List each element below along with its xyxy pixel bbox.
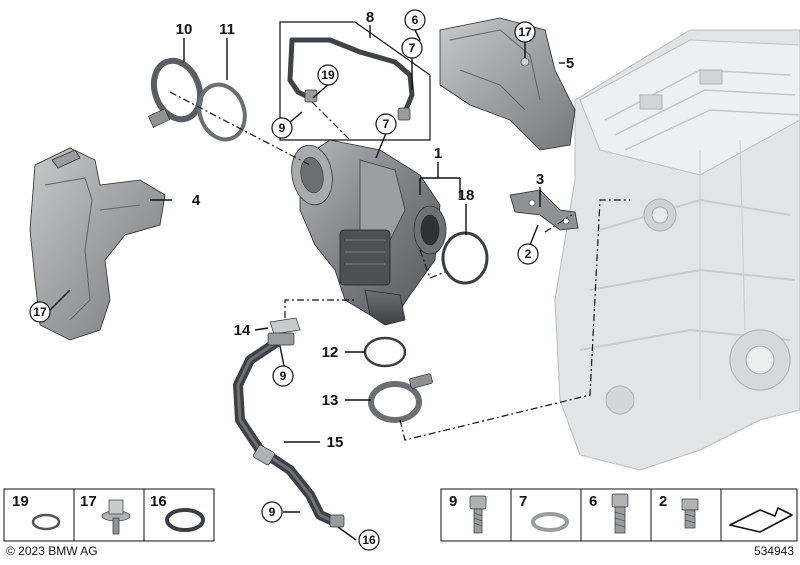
legend-item-16: 16 (150, 493, 167, 510)
callout-19: 19 (321, 68, 335, 82)
legend-item-19: 19 (12, 493, 29, 510)
callout-2-circle (517, 243, 539, 265)
callout-8: 8 (366, 9, 374, 26)
callout-9b-circle (272, 365, 294, 387)
oil-return-line-part-15 (233, 332, 345, 528)
flange-bolt-icon (101, 499, 131, 535)
callout-7b-circle (375, 113, 397, 135)
dash-dot-lines (169, 91, 630, 441)
callout-15: 15 (327, 434, 344, 451)
legend-left: 19 17 16 (3, 488, 215, 542)
callout-4: 4 (192, 192, 201, 209)
callout-17b-circle (29, 301, 51, 323)
legend-right: 9 7 6 2 (440, 488, 798, 542)
callout-13: 13 (322, 392, 339, 409)
heat-shield-part-4 (29, 147, 166, 341)
legend-item-6: 6 (589, 493, 597, 510)
callout-17a: 17 (518, 25, 532, 39)
callout-16: 16 (362, 533, 376, 547)
callout-9b: 9 (280, 369, 287, 383)
o-ring-large-icon (165, 508, 205, 532)
callout-17b: 17 (33, 305, 47, 319)
socket-head-bolt-icon (469, 495, 487, 534)
o-ring-small-icon (31, 513, 61, 531)
legend-item-2: 2 (659, 493, 667, 510)
callout-11: 11 (219, 21, 235, 38)
gasket-part-11 (197, 82, 247, 142)
callout-6: 6 (412, 13, 419, 27)
callout-3: 3 (536, 171, 544, 188)
engine-block (554, 29, 800, 471)
turbocharger-part-1 (291, 139, 447, 326)
ring-part-12 (363, 336, 407, 368)
callout-7a: 7 (409, 41, 416, 55)
legend-item-7: 7 (519, 493, 527, 510)
hex-bolt-icon (681, 498, 699, 529)
callout-17a-circle (514, 21, 536, 43)
clamp-part-10 (147, 57, 204, 128)
callout-12: 12 (322, 344, 339, 361)
callout-9c-circle (261, 501, 283, 523)
callouts: 10 11 8 6 7 19 9 7 17 5 1 18 3 2 4 17 14… (29, 9, 574, 551)
callout-7b: 7 (383, 117, 390, 131)
copyright: © 2023 BMW AG (6, 544, 98, 558)
callout-18: 18 (458, 187, 475, 204)
clamp-part-13 (368, 373, 433, 423)
legend-item-17: 17 (80, 493, 97, 510)
callout-14: 14 (234, 322, 251, 339)
callout-6-circle (404, 9, 426, 31)
sealing-ring-icon (531, 512, 569, 532)
callout-19-circle (317, 64, 339, 86)
callout-leaders (49, 25, 565, 541)
callout-5: 5 (566, 55, 574, 72)
callout-9c: 9 (269, 505, 276, 519)
seal-part-18 (441, 231, 489, 285)
callout-1: 1 (434, 145, 442, 162)
legend-item-9: 9 (449, 493, 457, 510)
diagram-id: 534943 (754, 544, 794, 558)
callout-9a: 9 (279, 121, 286, 135)
hollow-bolt-icon (611, 493, 629, 534)
callout-7a-circle (401, 37, 423, 59)
callout-9a-circle (271, 117, 293, 139)
bracket-part-3 (509, 189, 579, 231)
arrow-navigation-icon[interactable] (729, 507, 793, 533)
callout-16-circle (358, 529, 380, 551)
heat-shield-part-5 (439, 17, 576, 151)
gasket-part-14 (269, 317, 301, 335)
callout-2: 2 (525, 247, 532, 261)
callout-10: 10 (176, 21, 193, 38)
